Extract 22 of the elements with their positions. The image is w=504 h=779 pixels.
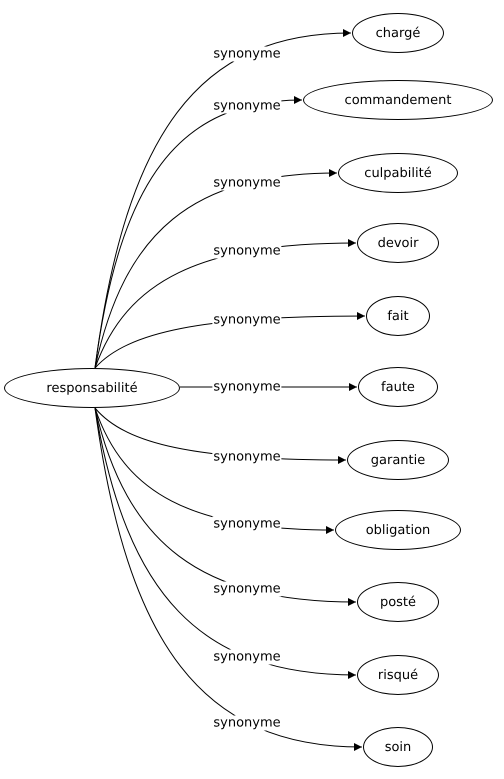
term-label: garantie bbox=[370, 452, 426, 468]
edge-label: synonyme bbox=[212, 244, 282, 259]
term-label: culpabilité bbox=[364, 166, 432, 180]
term-label: chargé bbox=[376, 26, 420, 40]
edge-label: synonyme bbox=[212, 582, 282, 596]
term-label: devoir bbox=[378, 236, 418, 250]
term-label: responsabilité bbox=[46, 380, 138, 396]
edge-label: synonyme bbox=[212, 650, 282, 665]
edge-label: synonyme bbox=[212, 516, 282, 532]
edge-label: synonyme bbox=[212, 46, 282, 62]
edge-label: synonyme bbox=[212, 715, 282, 730]
term-label: posté bbox=[380, 594, 416, 610]
edge-label: synonyme bbox=[212, 175, 282, 190]
term-label: commandement bbox=[344, 92, 452, 108]
term-label: risqué bbox=[378, 668, 418, 682]
term-label: faute bbox=[381, 380, 415, 394]
term-label: soin bbox=[384, 740, 412, 754]
arrow bbox=[94, 408, 356, 679]
term-label: obligation bbox=[366, 522, 430, 538]
edge-label: synonyme bbox=[212, 98, 282, 114]
arrow bbox=[94, 408, 362, 751]
term-label: fait bbox=[387, 308, 409, 324]
